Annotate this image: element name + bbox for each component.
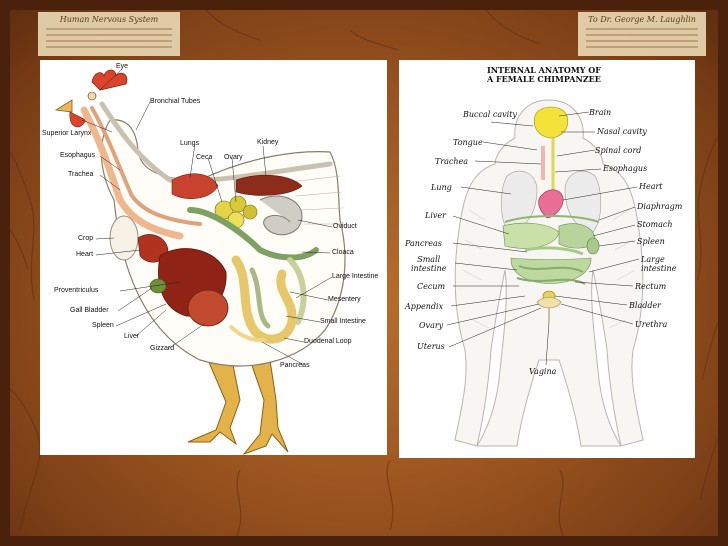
chicken-small-intestine (231, 255, 307, 344)
chimp-label-bladder: Bladder (629, 301, 662, 310)
chicken-esophagus (90, 106, 202, 226)
chicken-crop (109, 215, 139, 261)
chimp-label-spleen: Spleen (637, 237, 665, 246)
chicken-beak (54, 99, 73, 113)
chimp-heart (538, 189, 564, 219)
plaque-right-title: To Dr. George M. Laughlin (588, 15, 696, 24)
chimp-label-liver: Liver (425, 211, 446, 220)
chicken-label-liver: Liver (124, 333, 140, 340)
chicken-label-lungs: Lungs (180, 140, 200, 147)
chimp-label-small-intestine: Small intestine (411, 255, 447, 273)
chimp-label-tongue: Tongue (453, 138, 483, 147)
chicken-legs (187, 359, 289, 455)
chimp-intestines (510, 257, 592, 285)
chicken-label-crop: Crop (78, 235, 94, 242)
chimp-title-line-2: A FEMALE CHIMPANZEE (487, 74, 601, 84)
chicken-pancreas (228, 324, 267, 343)
chimp-label-stomach: Stomach (637, 220, 673, 229)
chicken-kidney (235, 174, 303, 196)
chicken-spine (99, 101, 333, 184)
chicken-anatomy-panel: Eye Bronchial Tubes Superior Larynx Lung… (40, 60, 387, 455)
chimp-label-diaphragm: Diaphragm (637, 202, 683, 211)
chicken-label-gall-bladder: Gall Bladder (70, 307, 109, 314)
chimp-uterus (536, 297, 562, 309)
chimp-label-brain: Brain (589, 108, 612, 117)
chicken-label-proventriculus: Proventriculus (54, 287, 99, 294)
chicken-gizzard (187, 289, 229, 327)
chicken-label-superior-larynx: Superior Larynx (42, 130, 92, 137)
chimp-label-large-intestine: Large intestine (641, 255, 677, 273)
chicken-label-oviduct: Oviduct (333, 223, 357, 230)
chimp-diaphragm (504, 215, 600, 223)
chicken-gall-bladder (149, 278, 167, 294)
chicken-label-kidney: Kidney (257, 139, 279, 146)
chicken-oviduct (259, 195, 303, 236)
chicken-label-eye: Eye (116, 63, 129, 70)
chimp-label-nasal-cavity: Nasal cavity (597, 127, 647, 136)
chimp-label-urethra: Urethra (635, 320, 668, 329)
chicken-label-esophagus: Esophagus (60, 152, 96, 159)
plaque-left-title: Human Nervous System (59, 15, 159, 24)
chimpanzee-illustration (446, 99, 644, 447)
chimp-label-vagina: Vagina (529, 367, 557, 376)
chicken-label-heart: Heart (76, 251, 94, 258)
chimpanzee-anatomy-panel: INTERNAL ANATOMY OF A FEMALE CHIMPANZEE … (399, 60, 695, 458)
chicken-label-small-intestine: Small Intestine (320, 318, 366, 325)
plaque-right: To Dr. George M. Laughlin (578, 12, 706, 56)
chicken-label-trachea: Trachea (68, 171, 94, 178)
chimp-label-pancreas: Pancreas (405, 239, 442, 248)
chicken-lungs (171, 173, 219, 199)
chicken-label-mesentery: Mesentery (328, 296, 361, 303)
chimp-label-spinal-cord: Spinal cord (595, 146, 642, 155)
chicken-eye (87, 91, 97, 101)
chicken-label-ovary: Ovary (224, 154, 243, 161)
chimp-label-lung: Lung (431, 183, 452, 192)
chicken-label-pancreas: Pancreas (280, 362, 310, 369)
chicken-label-large-intestine: Large Intestine (332, 273, 379, 280)
plaque-left: Human Nervous System (38, 12, 180, 56)
chicken-label-ceca: Ceca (196, 154, 213, 161)
chicken-label-bronchial-tubes: Bronchial Tubes (150, 98, 201, 105)
chimp-label-appendix: Appendix (405, 302, 444, 311)
chimp-spleen (586, 237, 600, 255)
chicken-ovary (214, 195, 258, 229)
chicken-label-duodenal-loop: Duodenal Loop (304, 338, 352, 345)
chicken-label-cloaca: Cloaca (332, 249, 354, 256)
chimp-title-line-1: INTERNAL ANATOMY OF (487, 65, 601, 75)
chicken-trachea (80, 106, 184, 240)
chimp-label-rectum: Rectum (635, 282, 667, 291)
chimp-brain (533, 106, 569, 139)
chimp-label-buccal-cavity: Buccal cavity (463, 110, 517, 119)
chicken-comb (91, 69, 128, 91)
chimp-diagram-title: INTERNAL ANATOMY OF A FEMALE CHIMPANZEE (487, 66, 601, 84)
chicken-label-gizzard: Gizzard (150, 345, 175, 352)
chicken-ceca (187, 207, 319, 261)
chimp-label-ovary: Ovary (419, 321, 444, 330)
chimp-label-uterus: Uterus (417, 342, 445, 351)
chimp-label-trachea: Trachea (435, 157, 469, 166)
chimp-pancreas (524, 246, 584, 256)
chimp-label-cecum: Cecum (417, 282, 446, 291)
chicken-illustration (54, 68, 346, 455)
chimp-label-esophagus: Esophagus (603, 164, 648, 173)
chicken-label-spleen: Spleen (92, 322, 114, 329)
chimp-label-heart: Heart (639, 182, 663, 191)
